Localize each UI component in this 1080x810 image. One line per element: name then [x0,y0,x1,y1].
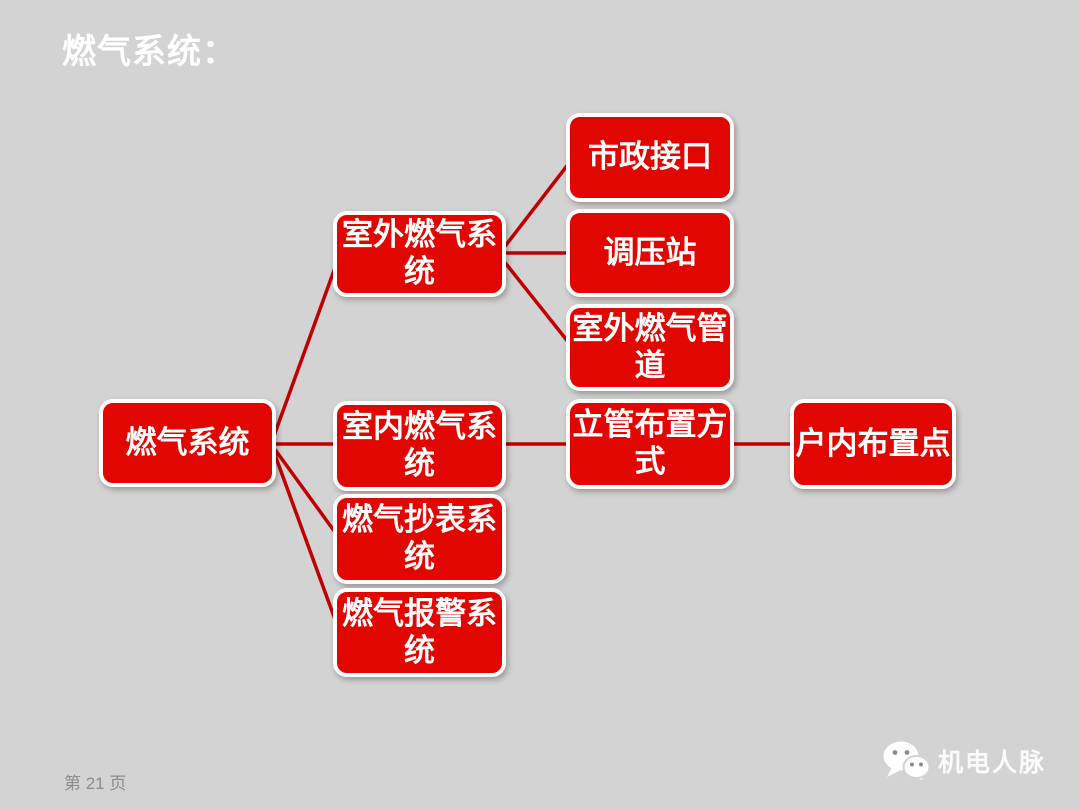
node-outdoor-gas-system: 室外燃气系统 [333,211,506,297]
node-gas-alarm-system: 燃气报警系统 [333,588,506,677]
connector-line [497,156,575,256]
node-label: 市政接口 [588,139,712,175]
slide-title: 燃气系统： [62,33,237,71]
brand-name: 机电人脉 [938,749,1047,777]
connector-line [269,442,342,541]
connector-line [269,443,342,634]
node-label: 立管布置方式 [572,407,728,479]
node-label: 室外燃气系统 [342,217,497,289]
node-label: 调压站 [603,234,697,270]
connector-line [497,253,575,350]
node-indoor-gas-system: 室内燃气系统 [333,401,506,491]
wechat-icon [883,741,930,782]
node-municipal-interface: 市政接口 [566,113,734,202]
node-outdoor-gas-pipeline: 室外燃气管道 [566,304,734,391]
node-indoor-layout-point: 户内布置点 [790,399,956,489]
node-label: 燃气抄表系统 [342,502,497,574]
connector-line [269,253,342,445]
node-pressure-regulating-station: 调压站 [566,209,734,297]
node-label: 燃气报警系统 [342,595,497,668]
brand: 机电人脉 [882,738,1046,784]
node-label: 户内布置点 [795,425,951,461]
node-label: 燃气系统 [125,424,250,460]
node-meter-reading-system: 燃气抄表系统 [333,494,506,584]
page-number: 第 21 页 [64,774,127,793]
node-label: 室外燃气管道 [572,310,728,383]
node-label: 室内燃气系统 [342,409,497,481]
node-riser-layout: 立管布置方式 [566,399,734,489]
node-gas-system: 燃气系统 [99,399,276,487]
